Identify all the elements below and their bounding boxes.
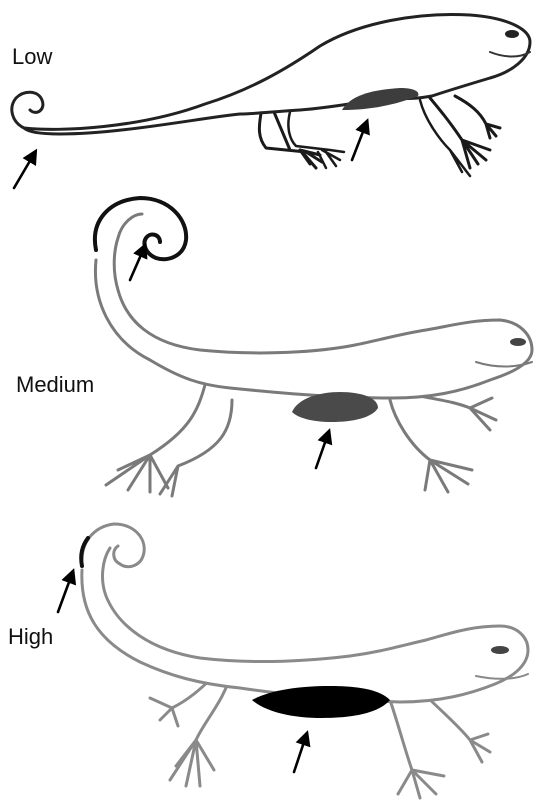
arrow-fat-high	[294, 736, 306, 772]
panel-low: Low	[12, 14, 530, 188]
panel-label-medium: Medium	[16, 372, 94, 397]
arrow-tail-medium	[130, 248, 144, 280]
eye-high	[491, 646, 509, 654]
panel-label-high: High	[8, 624, 53, 649]
panel-high: High	[8, 524, 528, 798]
salamander-medium	[95, 198, 532, 496]
salamander-low	[12, 14, 530, 176]
arrow-fat-low	[352, 124, 366, 160]
arrow-fat-medium	[316, 434, 328, 468]
arrow-tail-high	[58, 574, 72, 612]
body-outline-high	[82, 548, 528, 702]
arrow-tail-low	[14, 154, 34, 188]
fat-body-medium	[292, 392, 378, 422]
panel-label-low: Low	[12, 44, 52, 69]
salamander-high	[81, 524, 528, 798]
eye-low	[505, 30, 519, 38]
eye-medium	[510, 338, 526, 346]
panel-medium: Medium	[16, 198, 532, 496]
